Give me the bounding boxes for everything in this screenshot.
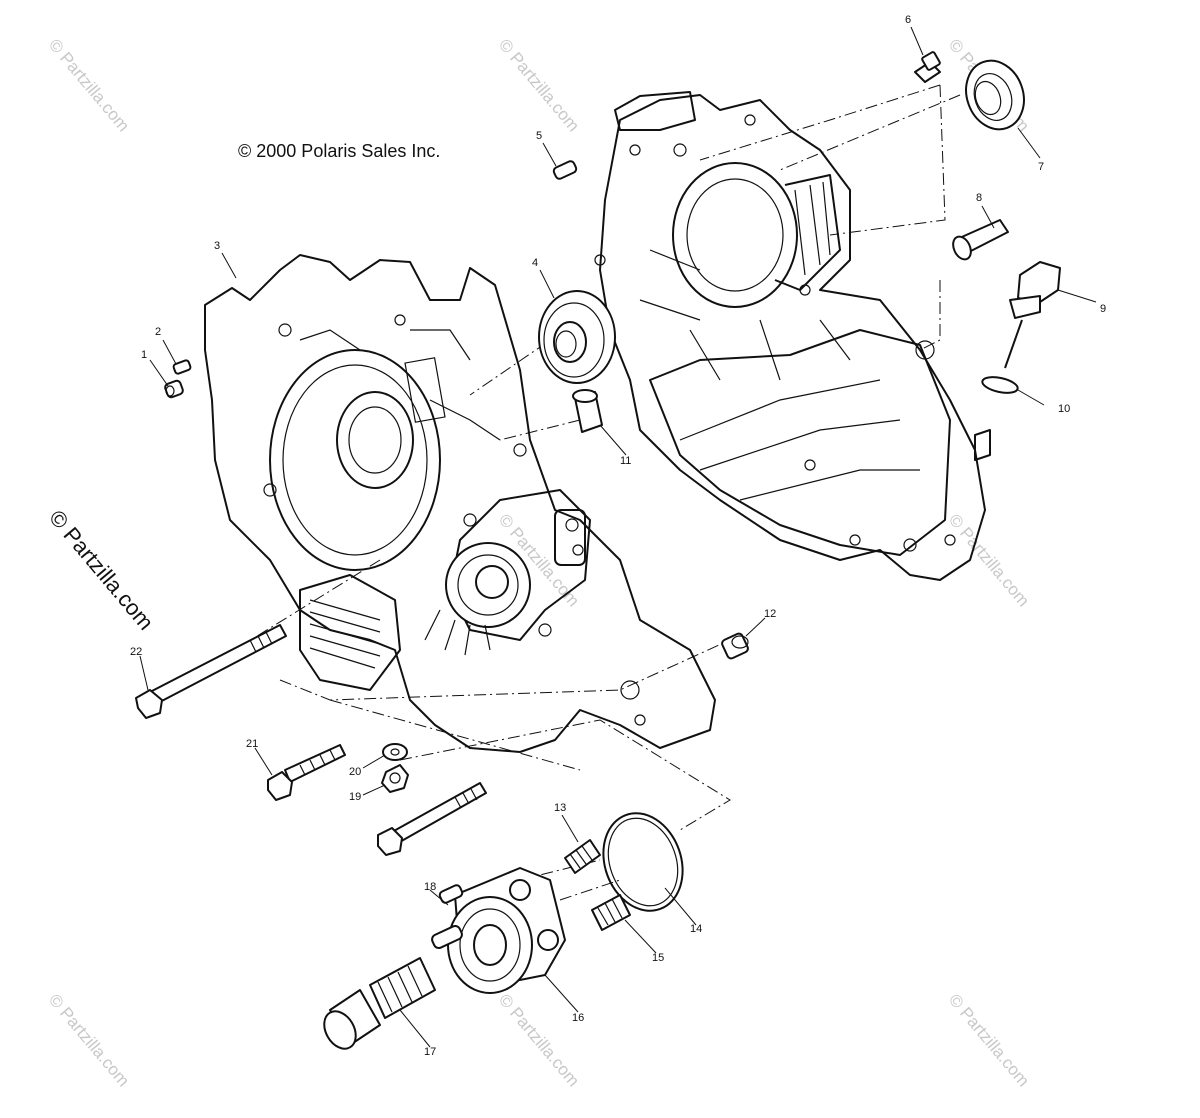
part-9-dipstick	[1004, 261, 1061, 369]
part-20-washer	[382, 743, 408, 761]
watermark: © Partzilla.com	[495, 35, 583, 135]
callout-9: 9	[1100, 303, 1106, 315]
part-10-o-ring	[981, 376, 1019, 394]
part-bolt-lower	[377, 782, 487, 856]
watermark-dark: © Partzilla.com	[44, 505, 158, 635]
callout-19: 19	[349, 791, 361, 803]
callout-15: 15	[652, 952, 664, 964]
part-13-fitting	[564, 839, 601, 874]
callout-13: 13	[554, 802, 566, 814]
part-7-seal	[965, 59, 1025, 131]
callout-14: 14	[690, 923, 702, 935]
part-4-bearing	[538, 290, 616, 384]
part-2-dowel	[172, 359, 192, 375]
callout-21: 21	[246, 738, 258, 750]
callout-7: 7	[1038, 161, 1044, 173]
part-12-plug	[721, 632, 749, 660]
crankcase-left	[204, 254, 716, 753]
part-16-filter-adapter	[431, 867, 566, 994]
callout-20: 20	[349, 766, 361, 778]
callout-6: 6	[905, 14, 911, 26]
callout-4: 4	[532, 257, 538, 269]
callout-1: 1	[141, 349, 147, 361]
watermark: © Partzilla.com	[495, 990, 583, 1090]
callout-17: 17	[424, 1046, 436, 1058]
callout-labels: 1 2 3 4 5 6 7 8 9 10 11 12 13 14 15 16 1…	[130, 14, 1106, 1058]
callout-12: 12	[764, 608, 776, 620]
callout-16: 16	[572, 1012, 584, 1024]
watermark: © Partzilla.com	[945, 510, 1033, 610]
copyright-text: © 2000 Polaris Sales Inc.	[238, 141, 440, 161]
watermark: © Partzilla.com	[945, 990, 1033, 1090]
callout-8: 8	[976, 192, 982, 204]
part-5-dowel-pin	[552, 160, 578, 180]
part-8-fitting	[952, 219, 1009, 261]
part-6-bolt	[914, 51, 941, 83]
callout-3: 3	[214, 240, 220, 252]
part-14-o-ring	[602, 812, 684, 912]
watermark: © Partzilla.com	[45, 990, 133, 1090]
part-11-bushing	[572, 389, 603, 433]
watermark: © Partzilla.com	[45, 35, 133, 135]
part-22-long-bolt	[135, 624, 287, 719]
part-17-stud	[323, 957, 436, 1050]
callout-22: 22	[130, 646, 142, 658]
part-21-bolt	[267, 744, 346, 801]
callout-11: 11	[620, 455, 631, 467]
part-19-nut	[381, 764, 409, 793]
part-15-fitting	[591, 894, 631, 931]
callout-5: 5	[536, 130, 542, 142]
callout-2: 2	[155, 326, 161, 338]
callout-18: 18	[424, 881, 436, 893]
crankcase-right	[594, 91, 991, 581]
callout-10: 10	[1058, 403, 1070, 415]
leader-lines	[139, 26, 1097, 1048]
part-1-bushing	[164, 379, 184, 399]
